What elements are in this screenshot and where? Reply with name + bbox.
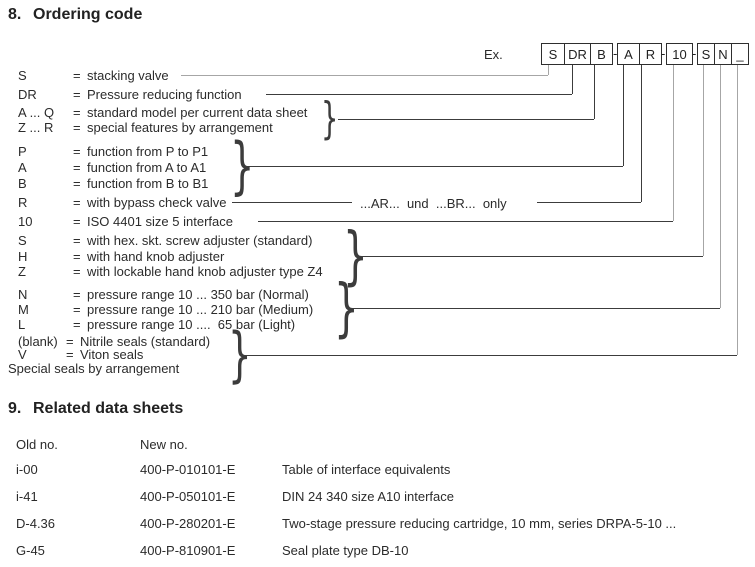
code-box-blank: _ [731, 43, 749, 65]
ordering-row: Z ... R=special features by arrangement [18, 120, 273, 135]
table-cell-new: 400-P-810901-E [140, 543, 236, 558]
ordering-row: H=with hand knob adjuster [18, 249, 225, 264]
ordering-row: L=pressure range 10 .... 65 bar (Light) [18, 317, 296, 332]
connector-line [548, 65, 549, 75]
table-cell-old: G-45 [16, 543, 45, 558]
section9-title: Related data sheets [33, 400, 184, 417]
connector-line [703, 65, 704, 256]
code-box-group-3: 10 [666, 43, 693, 65]
ordering-row: (blank)=Nitrile seals (standard) [18, 334, 211, 349]
ordering-row: V=Viton seals [18, 347, 144, 362]
code-box-group-1: S DR B [541, 43, 613, 65]
code-box-s2: S [697, 43, 715, 65]
section8-heading: 8. Ordering code [8, 6, 142, 24]
table-cell-old: i-00 [16, 462, 38, 477]
code-separator: - [692, 46, 697, 61]
connector-line [737, 65, 738, 355]
brace-function-pab: } [230, 129, 255, 202]
section9-heading: 9. Related data sheets [8, 400, 183, 418]
ordering-row: M=pressure range 10 ... 210 bar (Medium) [18, 302, 314, 317]
ordering-row: S=stacking valve [18, 68, 169, 83]
ordering-row: B=function from B to B1 [18, 176, 209, 191]
table-cell-desc: DIN 24 340 size A10 interface [282, 489, 454, 504]
connector-line [247, 166, 623, 167]
table-cell-old: i-41 [16, 489, 38, 504]
section8-title: Ordering code [33, 6, 143, 23]
brace-standard-special: } [321, 93, 339, 144]
code-box-s: S [541, 43, 565, 65]
connector-line [338, 119, 594, 120]
table-cell-desc: Two-stage pressure reducing cartridge, 1… [282, 516, 677, 531]
code-box-n: N [714, 43, 732, 65]
table-header-new-no: New no. [140, 437, 188, 452]
connector-line [673, 65, 674, 221]
table-cell-old: D-4.36 [16, 516, 56, 531]
brace-adjusters: } [343, 219, 368, 292]
ordering-row: A ... Q=standard model per current data … [18, 105, 308, 120]
code-separator: - [613, 46, 618, 61]
connector-line [266, 94, 572, 95]
table-header-old-no: Old no. [16, 437, 58, 452]
ordering-row: DR=Pressure reducing function [18, 87, 242, 102]
ordering-row: P=function from P to P1 [18, 144, 209, 159]
brace-pressure-ranges: } [334, 271, 359, 344]
connector-line [537, 202, 641, 203]
connector-line [360, 256, 703, 257]
code-box-10: 10 [666, 43, 693, 65]
ordering-row: N=pressure range 10 ... 350 bar (Normal) [18, 287, 309, 302]
section8-number: 8. [8, 6, 22, 23]
table-cell-new: 400-P-050101-E [140, 489, 236, 504]
connector-line [594, 65, 595, 119]
code-box-group-4: S N _ [697, 43, 749, 65]
connector-line [181, 75, 548, 76]
bypass-note: ...AR... und ...BR... only [360, 196, 507, 211]
connector-line [232, 202, 352, 203]
section9-number: 9. [8, 400, 22, 417]
ordering-row: A=function from A to A1 [18, 160, 207, 175]
connector-line [720, 65, 721, 308]
code-box-a: A [617, 43, 640, 65]
ordering-row: S=with hex. skt. screw adjuster (standar… [18, 233, 313, 248]
connector-line [245, 355, 737, 356]
code-box-dr: DR [564, 43, 591, 65]
connector-line [350, 308, 720, 309]
code-box-r: R [639, 43, 662, 65]
ordering-row: 10=ISO 4401 size 5 interface [18, 214, 233, 229]
ordering-row: Z=with lockable hand knob adjuster type … [18, 264, 323, 279]
table-cell-desc: Table of interface equivalents [282, 462, 451, 477]
connector-line [623, 65, 624, 166]
connector-line [572, 65, 573, 94]
example-label: Ex. [484, 47, 503, 62]
connector-line [641, 65, 642, 202]
table-cell-new: 400-P-280201-E [140, 516, 236, 531]
ordering-row: Special seals by arrangement [8, 361, 180, 376]
code-box-group-2: A R [617, 43, 662, 65]
connector-line [258, 221, 673, 222]
code-separator: - [661, 46, 666, 61]
code-box-b: B [590, 43, 613, 65]
table-cell-desc: Seal plate type DB-10 [282, 543, 409, 558]
table-cell-new: 400-P-010101-E [140, 462, 236, 477]
ordering-row: R=with bypass check valve [18, 195, 227, 210]
brace-seals: } [228, 320, 252, 390]
